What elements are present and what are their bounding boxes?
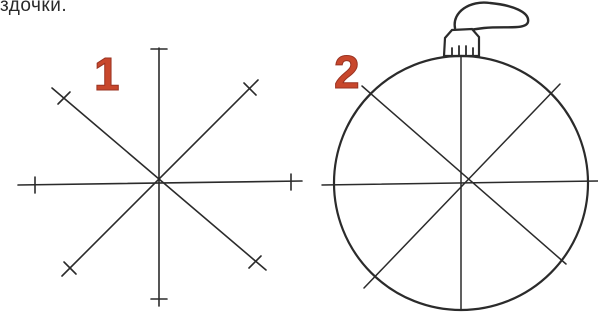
figure-1-snowflake-axes	[18, 48, 302, 306]
ornament-line-horizontal	[322, 181, 598, 185]
step-number-1: 1	[94, 48, 120, 100]
ornament-line-diagonal-nw-se	[362, 86, 566, 264]
axis-diagonal-ne-sw	[62, 80, 258, 276]
step-number-2: 2	[334, 46, 360, 98]
figure-2-ornament	[322, 3, 598, 310]
axis-horizontal	[18, 181, 302, 185]
ornament-line-diagonal-ne-sw	[364, 84, 560, 288]
ornament-hanger-loop	[455, 3, 528, 30]
